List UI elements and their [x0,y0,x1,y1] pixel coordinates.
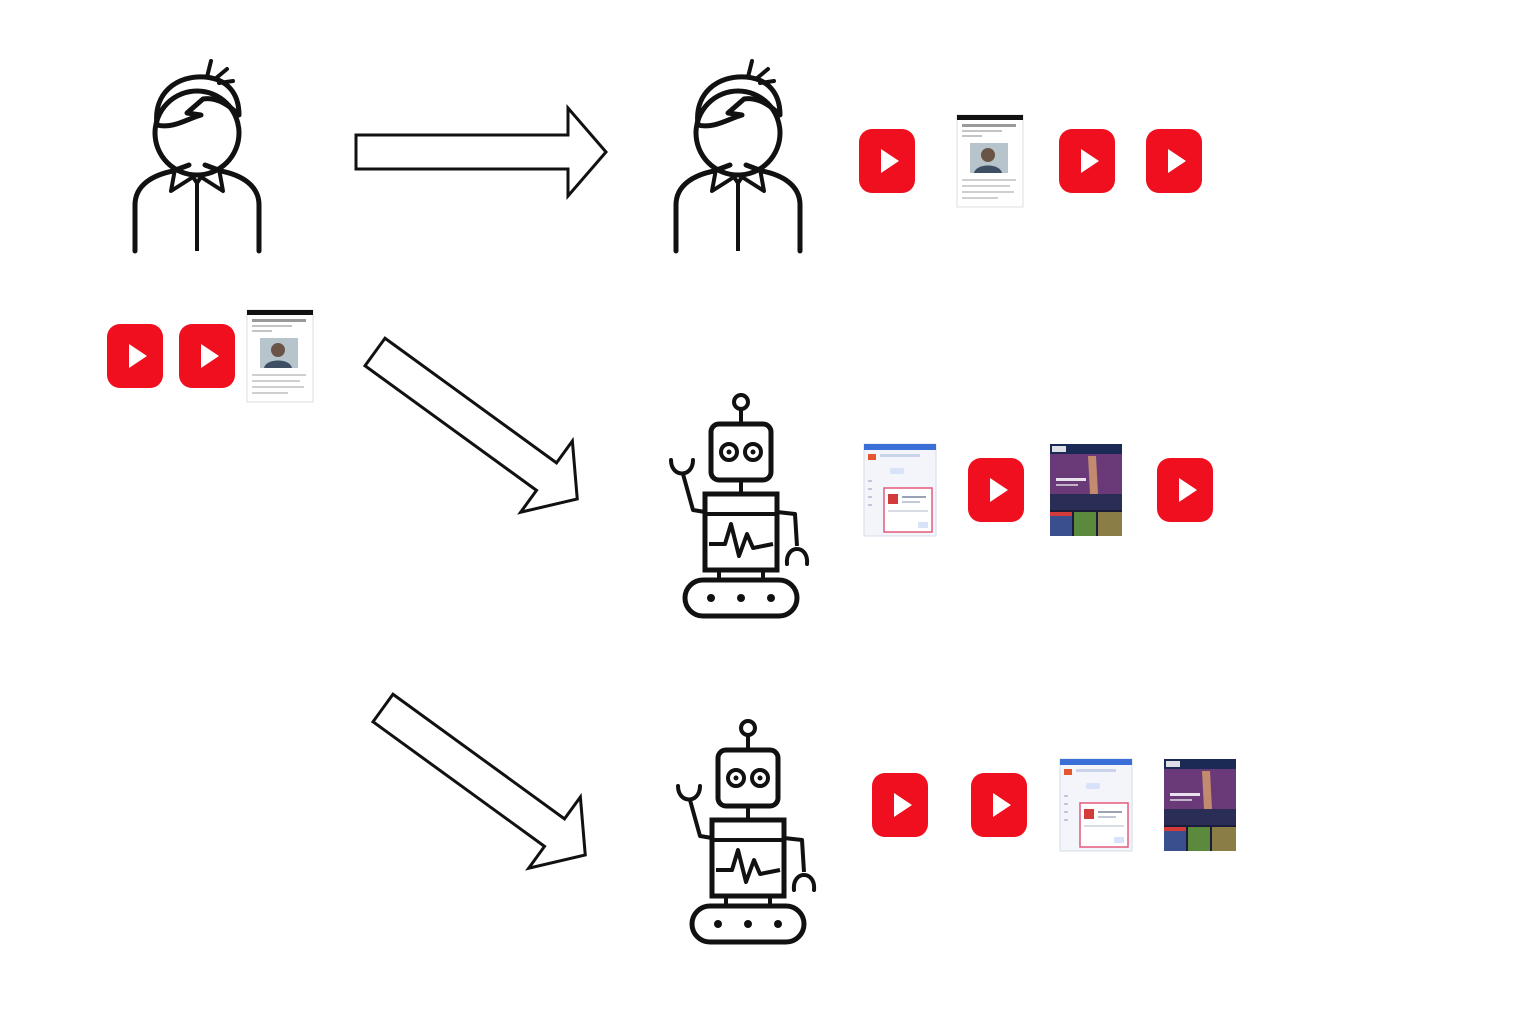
person-outline-icon [135,61,259,251]
video-play-icon [179,324,235,388]
hollow-block-arrow-icon-to-recipient-3 [355,670,613,893]
hollow-block-arrow-icon-to-recipient-2 [347,314,605,537]
recipient-row [676,61,1202,251]
video-play-icon [107,324,163,388]
video-play-icon [872,773,928,837]
social-page-thumbnail-icon [863,443,937,537]
video-play-icon [1157,458,1213,522]
person-outline-icon [676,61,800,251]
news-site-thumbnail-icon [1164,759,1236,851]
video-play-icon [968,458,1024,522]
recipient-row [678,721,1236,942]
news-site-thumbnail-icon [1050,444,1122,536]
article-thumbnail-icon [956,114,1024,208]
article-thumbnail-icon [246,309,314,403]
robot-outline-icon [671,395,807,616]
robot-outline-icon [678,721,814,942]
flow-arrows [347,106,613,893]
social-page-thumbnail-icon [1059,758,1133,852]
recipient-row [671,395,1213,616]
recipient-rows [671,61,1236,942]
video-play-icon [859,129,915,193]
hollow-block-arrow-icon-to-recipient-1 [354,106,608,198]
video-play-icon [1059,129,1115,193]
source-group [107,61,314,403]
video-play-icon [1146,129,1202,193]
video-play-icon [971,773,1027,837]
